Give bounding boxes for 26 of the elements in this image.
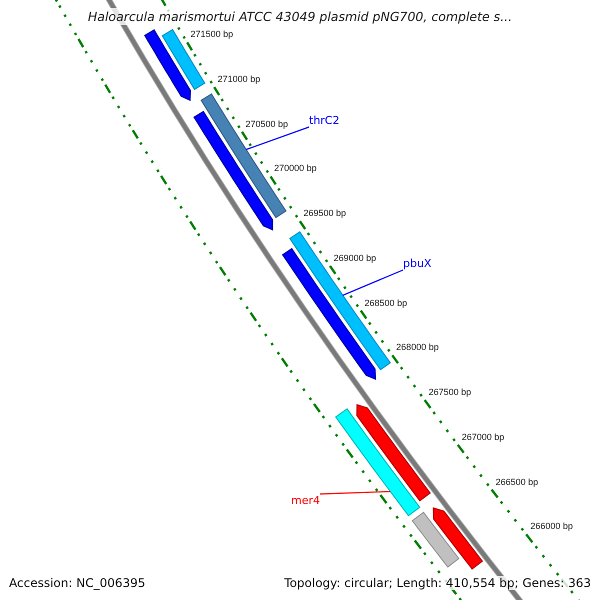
tick-label: 270500 bp [246, 118, 288, 129]
tick-label: 266000 bp [530, 521, 573, 532]
tick-label: 271500 bp [190, 29, 234, 40]
leader-line [320, 490, 390, 495]
gene-bar [412, 512, 460, 568]
gene-feature [356, 404, 431, 502]
gene-label: pbuX [403, 257, 432, 270]
gene-feature [144, 29, 191, 102]
gene-label: thrC2 [309, 114, 340, 127]
gene-feature [193, 110, 274, 231]
tick-label: 269500 bp [304, 208, 346, 218]
tick-label: 270000 bp [274, 163, 317, 174]
gene-label: mer4 [291, 494, 320, 507]
tick-label: 268500 bp [364, 298, 408, 308]
footer-text: Topology: circular; Length: 410,554 bp; Genes: 363 [283, 576, 592, 590]
footer-text: Accession: NC_006395 [8, 576, 146, 590]
tick-label: 271000 bp [218, 74, 260, 84]
tick-label: 266500 bp [496, 476, 538, 487]
tick-label: 268000 bp [396, 342, 439, 352]
tick-label: 267000 bp [462, 432, 504, 442]
tick-label: 269000 bp [334, 252, 376, 263]
gene-bar [335, 408, 420, 516]
leader-line [342, 269, 404, 296]
leader-line [246, 126, 310, 150]
tick-label: 267500 bp [428, 387, 472, 398]
gene-feature [432, 507, 484, 570]
